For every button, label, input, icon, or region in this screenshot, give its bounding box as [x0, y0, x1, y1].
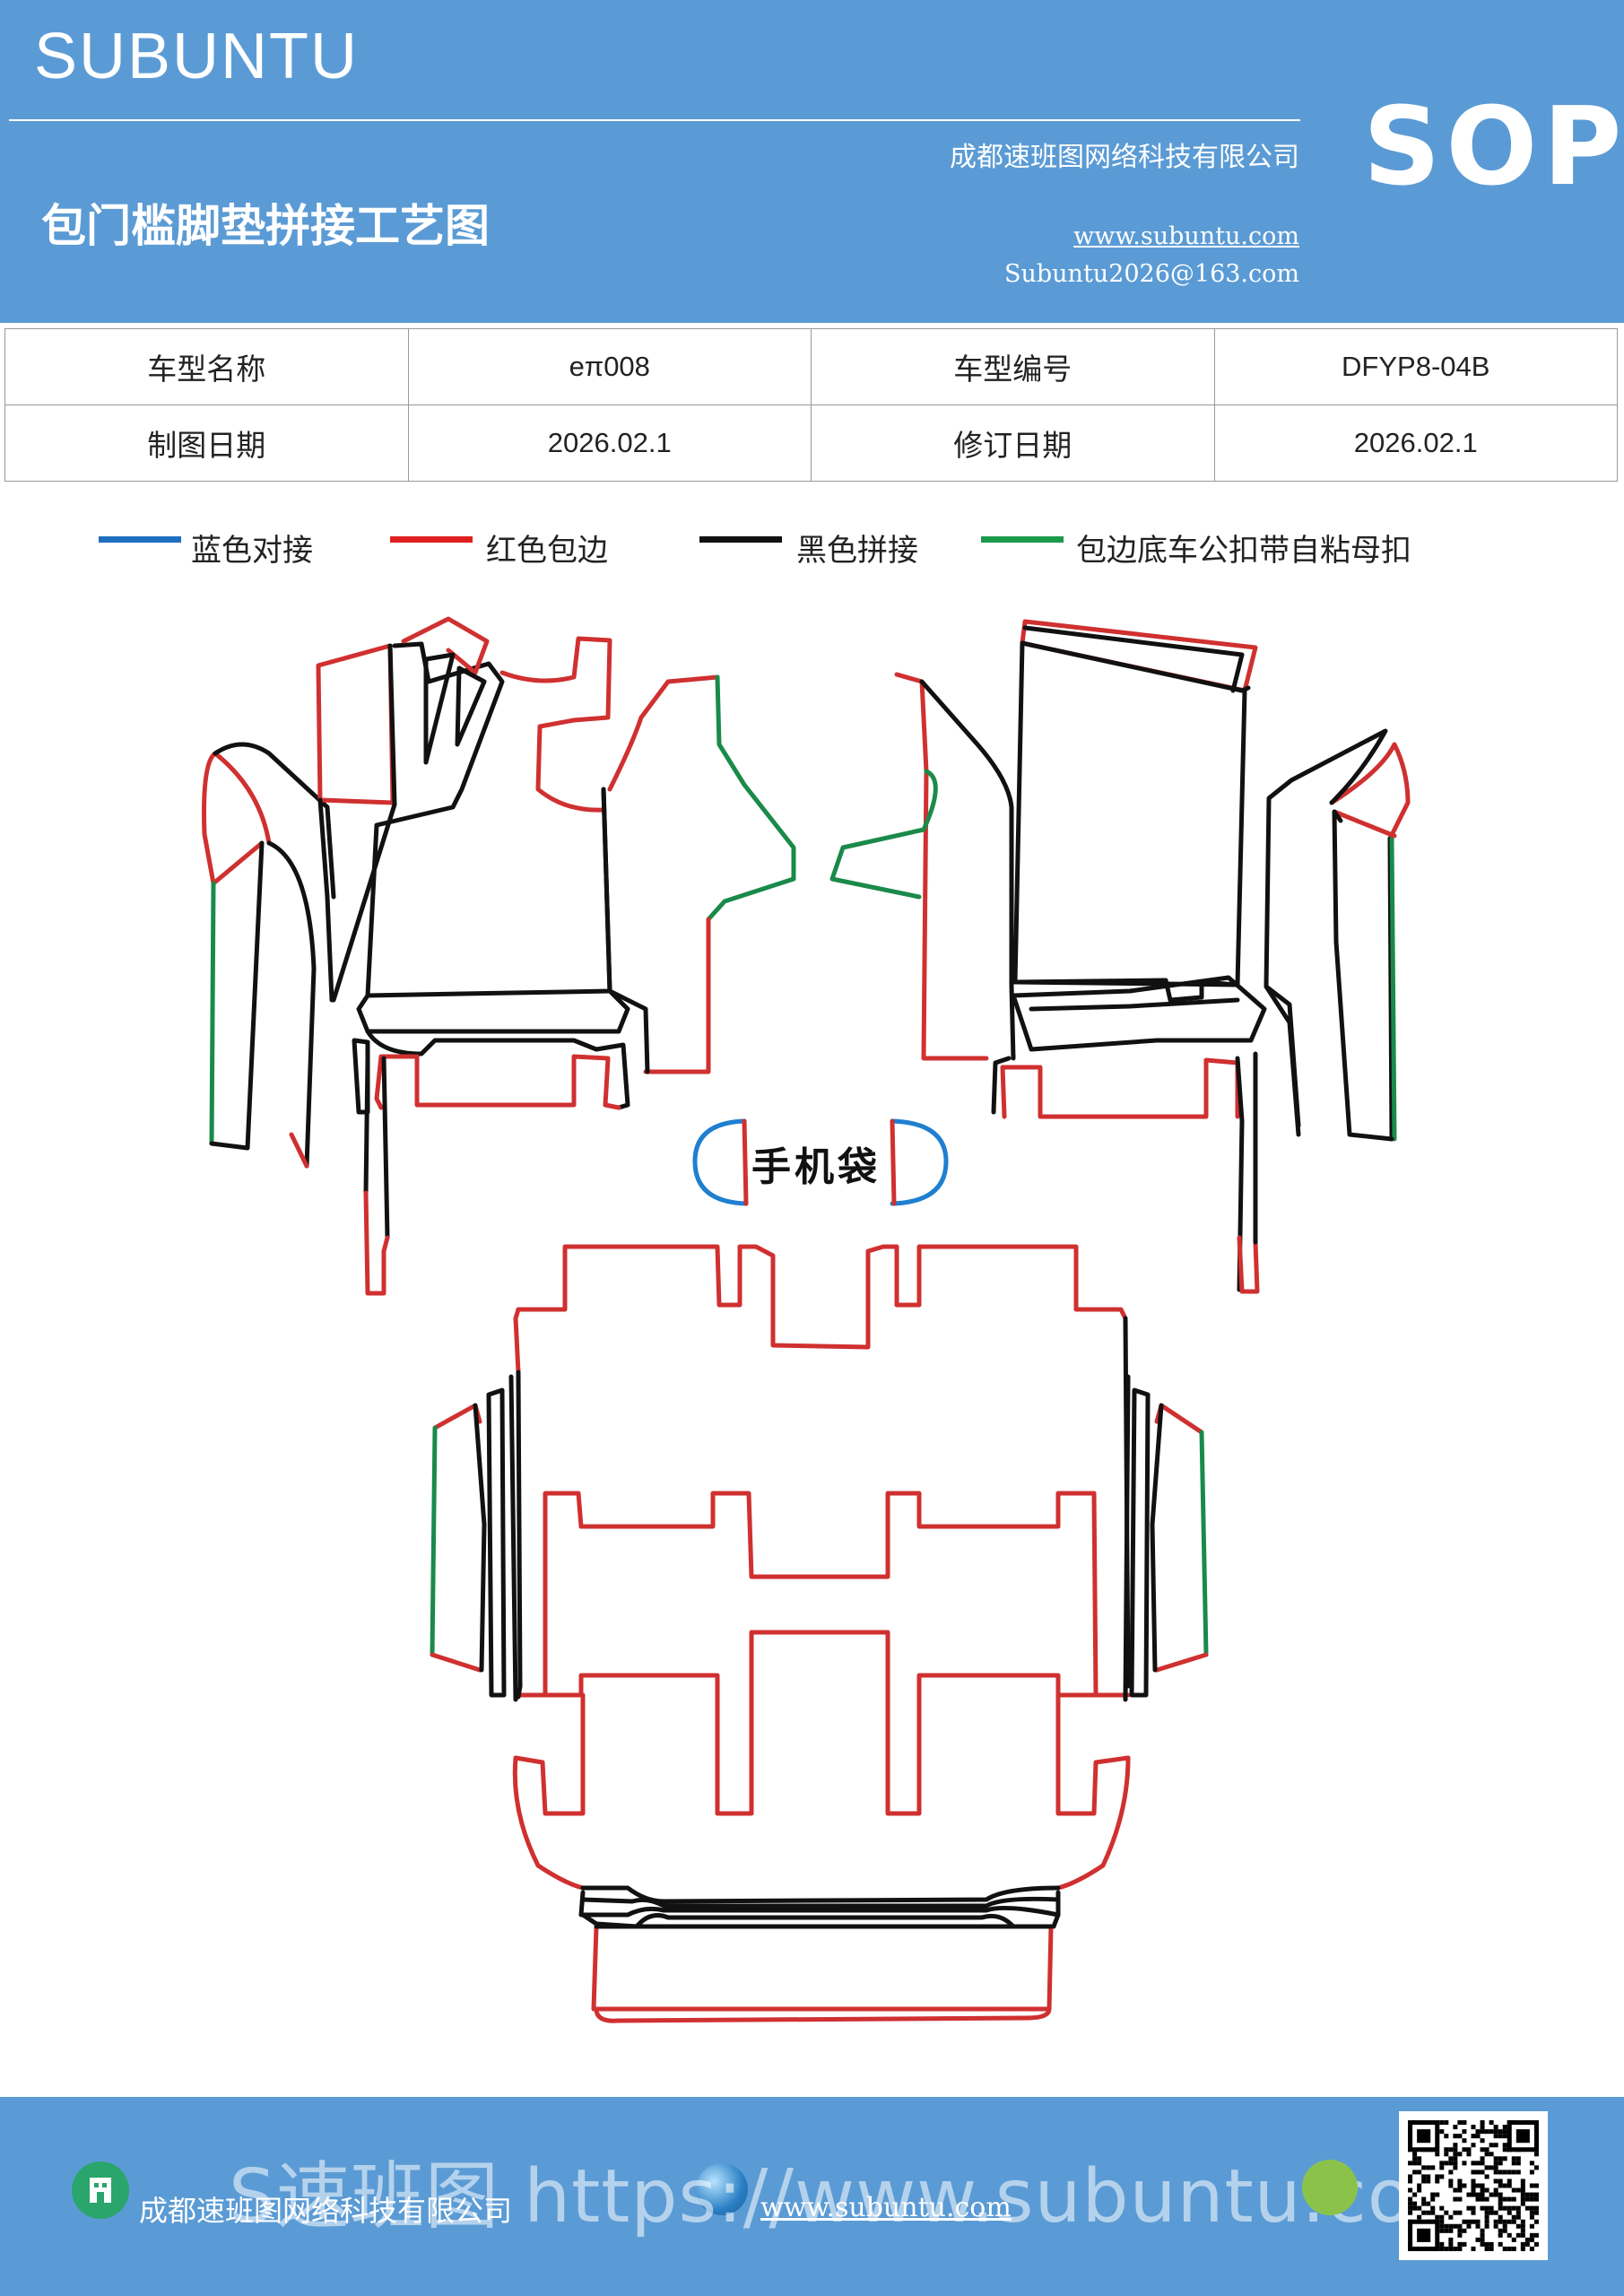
footer-company: 成都速班图网络科技有限公司	[139, 2194, 513, 2228]
header-divider	[9, 119, 1300, 121]
rear-left-side	[430, 1374, 518, 1702]
right-front-mat	[829, 619, 1267, 1294]
table-row: 车型名称 eπ008 车型编号 DFYP8-04B	[4, 328, 1618, 405]
right-outer-strip	[1264, 728, 1411, 1142]
company-name: 成都速班图网络科技有限公司	[950, 142, 1299, 173]
footer-website-link[interactable]: www.subuntu.com	[760, 2192, 1012, 2223]
qr-code	[1399, 2111, 1548, 2260]
phone-pocket	[692, 1118, 949, 1206]
model-code-value: DFYP8-04B	[1213, 328, 1618, 405]
phone-pocket-label: 手机袋	[751, 1144, 881, 1190]
brand-logo: SUBUNTU	[34, 21, 360, 92]
revise-date-label: 修订日期	[811, 404, 1215, 482]
revise-date-value: 2026.02.1	[1213, 404, 1618, 482]
header-banner	[0, 0, 1624, 323]
legend-swatch-black	[699, 536, 782, 543]
left-outer-strip	[202, 742, 336, 1169]
globe-icon	[696, 2163, 748, 2215]
draw-date-value: 2026.02.1	[407, 404, 812, 482]
legend-swatch-green	[981, 536, 1064, 543]
model-code-label: 车型编号	[811, 328, 1215, 405]
legend-swatch-red	[390, 536, 473, 543]
table-row: 制图日期 2026.02.1 修订日期 2026.02.1	[4, 404, 1618, 482]
legend-label-blue: 蓝色对接	[191, 533, 313, 569]
website-link[interactable]: www.subuntu.com	[1073, 222, 1299, 250]
legend-label-black: 黑色拼接	[796, 533, 918, 569]
email-address: Subuntu2026@163.com	[1004, 260, 1299, 288]
legend-swatch-blue	[99, 536, 181, 543]
rear-right-side	[1123, 1374, 1209, 1702]
wechat-icon	[1302, 2160, 1358, 2215]
sop-badge: SOP	[1363, 85, 1624, 210]
model-name-label: 车型名称	[4, 328, 409, 405]
left-front-mat	[316, 616, 796, 1296]
rear-mat	[512, 1244, 1131, 2023]
page-title: 包门槛脚垫拼接工艺图	[41, 200, 490, 252]
watermark: S速班图 https://www.subuntu.com	[229, 2154, 1486, 2239]
floor-mat-diagram	[202, 616, 1411, 2023]
legend-label-green: 包边底车公扣带自粘母扣	[1076, 533, 1411, 569]
building-icon	[72, 2161, 129, 2219]
model-name-value: eπ008	[407, 328, 812, 405]
legend-label-red: 红色包边	[486, 533, 608, 569]
vehicle-info-table: 车型名称 eπ008 车型编号 DFYP8-04B 制图日期 2026.02.1…	[4, 328, 1618, 482]
draw-date-label: 制图日期	[4, 404, 409, 482]
